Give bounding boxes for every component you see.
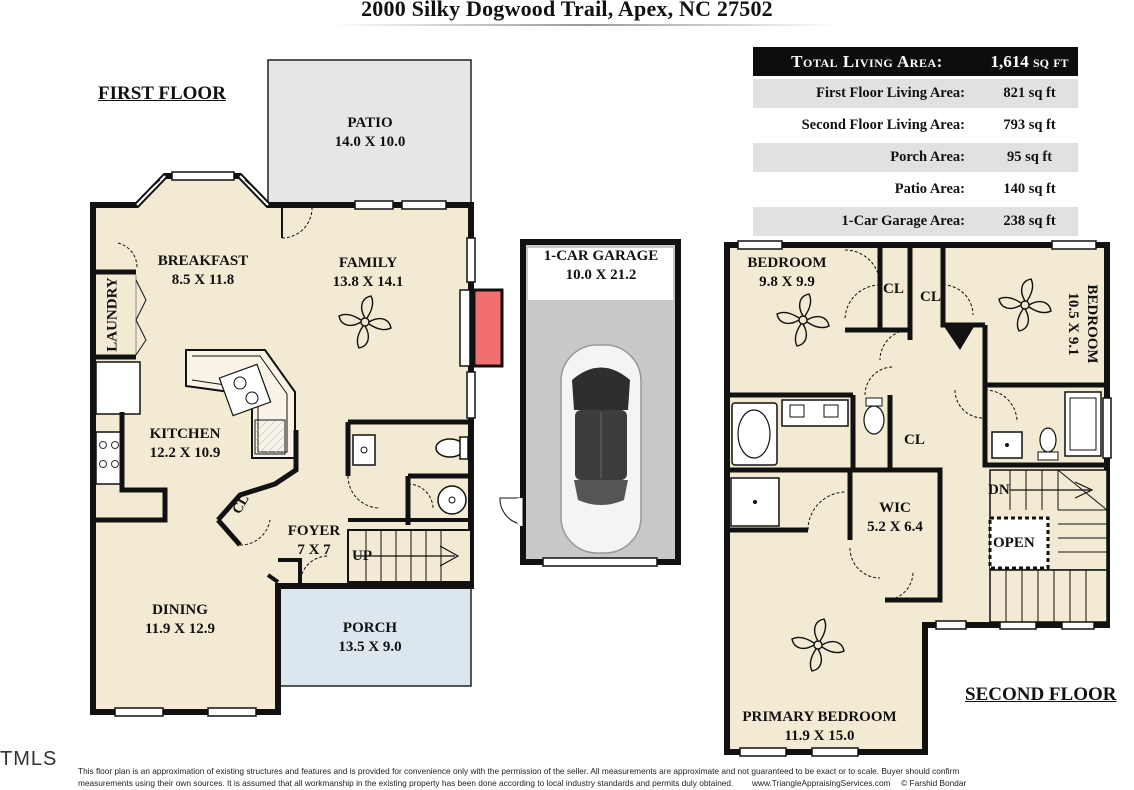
room-name: FAMILY [338,255,398,271]
fireplace [472,288,504,368]
room-dims: 8.5 X 11.8 [171,272,235,288]
first-floor-label: FIRST FLOOR [98,83,226,104]
second-floor-label: SECOND FLOOR [965,684,1117,705]
room-dims: 14.0 X 10.0 [334,134,406,150]
room-name: DINING [152,602,208,618]
ceiling-fan-primary [791,618,845,672]
room-dims: 11.9 X 12.9 [144,621,215,637]
page-title: 2000 Silky Dogwood Trail, Apex, NC 27502 [361,0,773,21]
room-name: PATIO [347,115,393,131]
refrigerator [95,361,141,415]
room-breakfast: BREAKFAST 8.5 X 11.8 [138,252,268,290]
room-name: KITCHEN [149,426,221,442]
area-value: 140 sq ft [981,173,1078,207]
area-summary-table: Total Living Area: 1,614 sq ft First Flo… [753,47,1078,236]
closet-tag-bedroom2: CL [920,289,941,305]
area-table-row: Patio Area: 140 sq ft [753,173,1078,207]
stairs-down-tag: DN [988,482,1010,498]
closet-tag-bedroom1: CL [883,281,904,297]
room-kitchen: KITCHEN 12.2 X 10.9 [120,425,250,463]
title-underline [330,24,840,26]
area-value: 95 sq ft [981,141,1078,175]
room-name: 1-CAR GARAGE [543,248,659,264]
second-floor-area [727,245,1107,752]
area-table-header: Total Living Area: 1,614 sq ft [753,47,1078,79]
room-dims: 7 X 7 [297,542,331,558]
ceiling-fan-bedroom1 [776,293,830,347]
area-table-row: Porch Area: 95 sq ft [753,141,1078,175]
room-name: BEDROOM [1084,284,1100,364]
room-dims: 5.2 X 6.4 [867,519,923,535]
stairs-up-tag: UP [352,548,372,564]
room-patio: PATIO 14.0 X 10.0 [300,114,440,152]
room-foyer: FOYER 7 X 7 [272,522,356,560]
room-name: BEDROOM [747,255,827,271]
room-dims: 13.8 X 14.1 [332,274,404,290]
room-dining: DINING 11.9 X 12.9 [115,601,245,639]
area-value: 1,614 sq ft [981,47,1078,79]
disclaimer-footer: This floor plan is an approximation of e… [78,765,1134,789]
second-floor-walls [724,242,1110,755]
ceiling-fan-bedroom2 [998,278,1052,332]
room-dims: 12.2 X 10.9 [149,445,221,461]
copyright-text: © Farshid Bondar [901,778,967,788]
car-topview [560,344,642,554]
disclaimer-line-1: This floor plan is an approximation of e… [78,766,960,776]
area-label: First Floor Living Area: [753,77,981,111]
room-name: LAUNDRY [104,277,121,352]
area-table-row: 1-Car Garage Area: 238 sq ft [753,205,1078,236]
closet-tag-hall: CL [904,432,925,448]
room-bedroom-1: BEDROOM 9.8 X 9.9 [732,254,842,292]
room-dims: 11.9 X 15.0 [784,728,855,744]
area-label: Patio Area: [753,173,981,207]
disclaimer-line-2: measurements using their own sources. It… [78,777,1134,789]
area-label: Second Floor Living Area: [753,109,981,143]
area-value: 821 sq ft [981,77,1078,111]
open-to-below-tag: OPEN [993,535,1035,551]
room-dims: 13.5 X 9.0 [338,639,402,655]
room-name: WIC [879,500,911,516]
room-garage: 1-CAR GARAGE 10.0 X 21.2 [526,247,676,285]
room-porch: PORCH 13.5 X 9.0 [305,619,435,657]
room-name: FOYER [287,523,341,539]
room-primary-bedroom: PRIMARY BEDROOM 11.9 X 15.0 [727,708,912,746]
disclaimer-text: measurements using their own sources. It… [78,778,734,788]
room-laundry: LAUNDRY [104,265,123,365]
room-name: PRIMARY BEDROOM [742,709,897,725]
area-value: 238 sq ft [981,205,1078,236]
patio-slab [267,59,472,206]
area-table-row: Second Floor Living Area: 793 sq ft [753,109,1078,143]
area-value: 793 sq ft [981,109,1078,143]
room-name: BREAKFAST [157,253,249,269]
area-label: Porch Area: [753,141,981,175]
ceiling-fan-family [338,295,392,349]
room-dims: 10.5 X 9.1 [1065,292,1081,356]
corner-watermark: TMLS [0,748,58,770]
room-family: FAMILY 13.8 X 14.1 [308,254,428,292]
area-label: 1-Car Garage Area: [753,205,981,236]
website-link[interactable]: www.TriangleAppraisingServices.com [751,778,891,788]
room-wic: WIC 5.2 X 6.4 [852,499,938,537]
area-label: Total Living Area: [753,47,981,79]
room-dims: 9.8 X 9.9 [759,274,815,290]
room-dims: 10.0 X 21.2 [565,267,637,283]
area-table-row: First Floor Living Area: 821 sq ft [753,77,1078,111]
room-name: PORCH [342,620,398,636]
room-bedroom-2: BEDROOM 10.5 X 9.1 [1063,264,1101,384]
